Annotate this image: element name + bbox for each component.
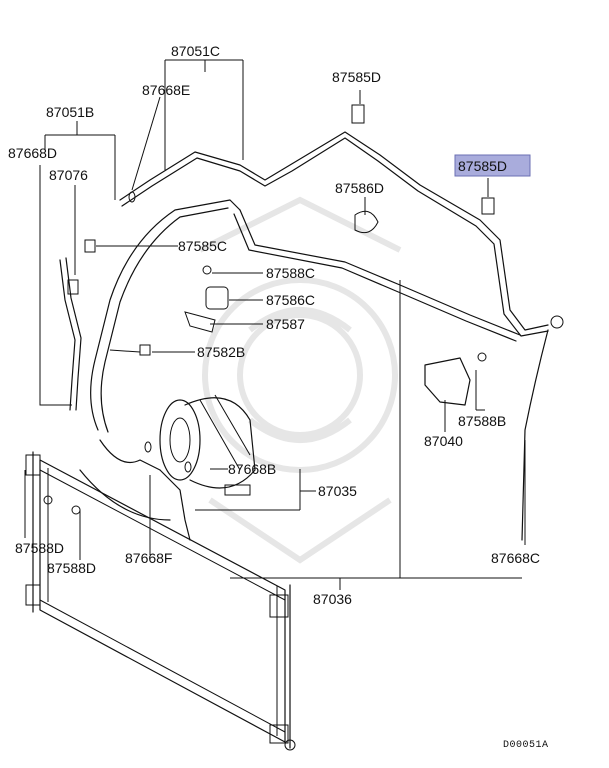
clamp-87586D xyxy=(354,210,379,234)
clip-87582B xyxy=(139,344,151,356)
part-labels: 87051C 87668E 87585D 87051B 87668D 87076… xyxy=(8,43,549,751)
label-87586D[interactable]: 87586D xyxy=(335,180,384,196)
label-87051C[interactable]: 87051C xyxy=(171,43,220,59)
label-87588D-b[interactable]: 87588D xyxy=(47,560,96,576)
oring-87668F xyxy=(144,441,152,453)
diagram-code: D00051A xyxy=(503,740,549,751)
label-87668E[interactable]: 87668E xyxy=(142,82,190,98)
clamp-87585D-highlighted xyxy=(481,197,495,215)
label-87585C[interactable]: 87585C xyxy=(178,238,227,254)
label-87668D[interactable]: 87668D xyxy=(8,145,57,161)
label-87585D-top[interactable]: 87585D xyxy=(332,69,381,85)
label-87588B[interactable]: 87588B xyxy=(458,413,506,429)
bolt-87588D-b xyxy=(71,505,81,515)
label-87040[interactable]: 87040 xyxy=(424,433,463,449)
condenser-87036 xyxy=(25,451,296,751)
label-87582B[interactable]: 87582B xyxy=(197,344,245,360)
label-87586C[interactable]: 87586C xyxy=(266,292,315,308)
compressor-87035 xyxy=(159,394,256,496)
bracket-87587 xyxy=(184,311,216,333)
label-87668C[interactable]: 87668C xyxy=(491,550,540,566)
label-87051B[interactable]: 87051B xyxy=(46,104,94,120)
leader-lines xyxy=(24,59,526,590)
bolt-87588C xyxy=(202,265,212,275)
label-87588D-a[interactable]: 87588D xyxy=(15,540,64,556)
oring-87668E xyxy=(128,191,136,203)
clamp-87585D-top xyxy=(351,104,365,124)
bracket-87586C xyxy=(205,286,229,310)
label-87036[interactable]: 87036 xyxy=(313,591,352,607)
highlight-box xyxy=(454,154,531,177)
label-87035[interactable]: 87035 xyxy=(318,483,357,499)
label-87668B[interactable]: 87668B xyxy=(228,461,276,477)
bolt-87588B xyxy=(477,352,487,362)
oring-87668B xyxy=(184,461,192,473)
bracket-87040 xyxy=(424,357,471,406)
small-parts xyxy=(43,104,495,515)
switch-87076 xyxy=(67,279,79,295)
label-87588C[interactable]: 87588C xyxy=(266,265,315,281)
label-87585D-highlighted[interactable]: 87585D xyxy=(458,158,507,174)
label-87587[interactable]: 87587 xyxy=(266,316,305,332)
clip-87585C xyxy=(84,239,96,253)
bolt-87588D-a xyxy=(43,495,53,505)
pipe-routes xyxy=(59,131,564,541)
label-87076[interactable]: 87076 xyxy=(49,167,88,183)
label-87668F[interactable]: 87668F xyxy=(125,550,172,566)
